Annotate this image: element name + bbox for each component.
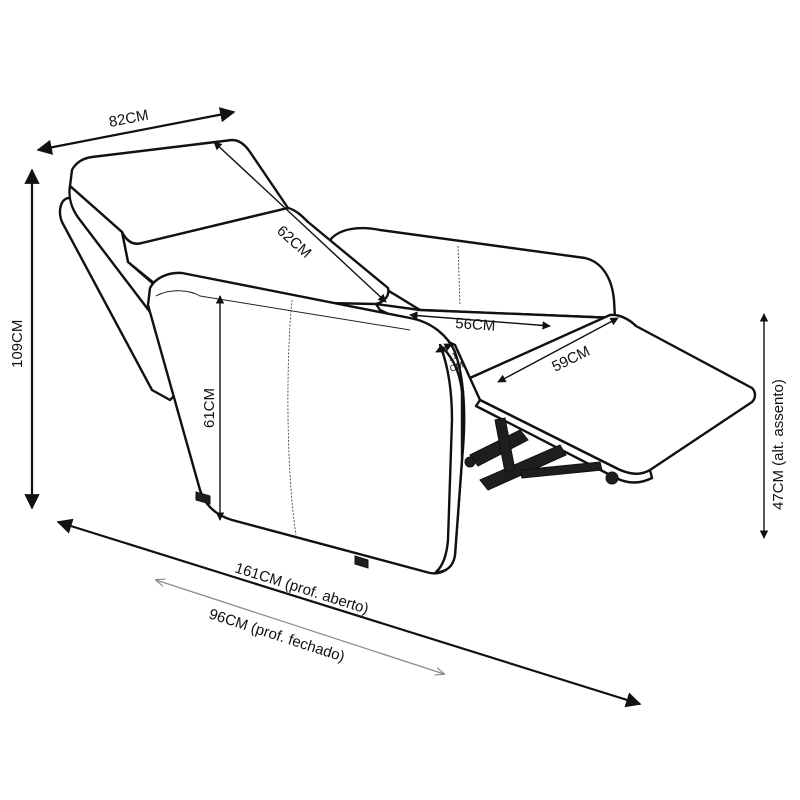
arm-width-label-bottom: CM (448, 360, 465, 374)
rear-foot (195, 491, 211, 505)
width-label: 82CM (108, 107, 151, 131)
arm-width-label-top: 11 (446, 350, 458, 363)
dimension-arrows (24, 107, 769, 708)
depth-open-label: 161CM (prof. aberto) (233, 560, 371, 618)
left-armrest-seam (287, 299, 297, 536)
height-label: 109CM (9, 320, 26, 368)
left-armrest-inner-line (155, 290, 411, 331)
right-armrest-seam (457, 245, 461, 306)
armrest-height-label: 61CM (201, 388, 218, 428)
recliner-chair (58, 138, 757, 575)
recliner-mechanism (464, 417, 619, 491)
seat-height-label: 47CM (alt. assento) (770, 379, 787, 510)
seat-depth-label: 56CM (455, 315, 496, 335)
backrest-arrow (213, 141, 387, 303)
backrest-side (68, 184, 174, 314)
arm-width-arrow (435, 343, 453, 353)
width-arrow (36, 107, 236, 155)
depth-closed-arrow (156, 580, 444, 674)
front-foot (354, 555, 369, 569)
footrest-arrow (497, 317, 619, 383)
footrest-front (474, 398, 654, 484)
